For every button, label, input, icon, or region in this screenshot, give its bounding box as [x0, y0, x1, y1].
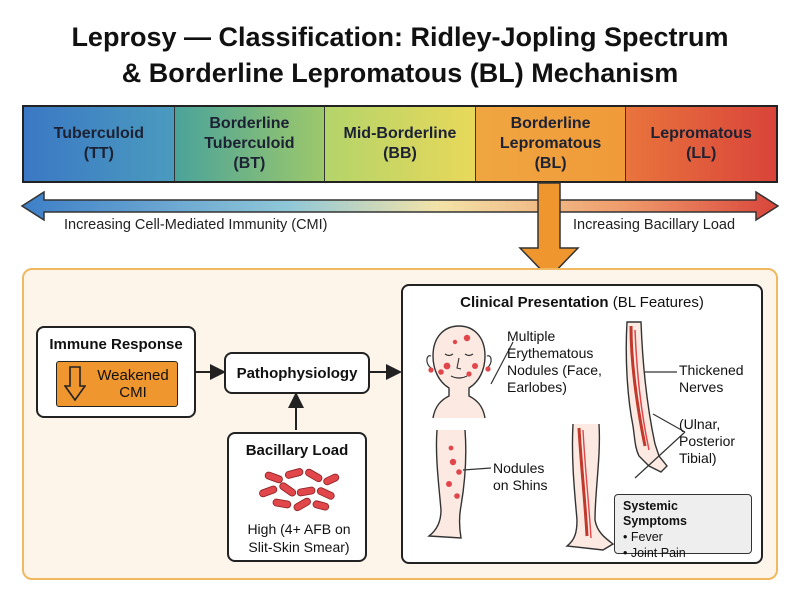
cmi-caption: Increasing Cell-Mediated Immunity (CMI) [64, 217, 328, 233]
nodules-shins-line1: Nodules [493, 460, 545, 476]
nerve-names-line1: (Ulnar, [679, 416, 721, 432]
clinical-presentation-title-bold: Clinical Presentation [460, 294, 609, 311]
nodules-shins-label: Nodules on Shins [493, 460, 547, 494]
nerve-names-line3: Tibial) [679, 450, 717, 466]
clinical-presentation-box: Clinical Presentation (BL Features) Mult… [401, 284, 763, 564]
leg-nerve-illustration [565, 423, 615, 551]
nodules-face-line3: Nodules (Face, [507, 362, 602, 378]
bacillary-load-line2: Slit-Skin Smear) [248, 539, 350, 555]
shin-illustration [427, 429, 467, 539]
spectrum-tt: Tuberculoid (TT) [24, 107, 175, 181]
immune-response-title: Immune Response [49, 336, 183, 353]
systemic-symptoms-title: Systemic Symptoms [623, 499, 687, 528]
spectrum-ll-abbr: (LL) [686, 145, 717, 162]
systemic-item-fever: Fever [630, 530, 663, 544]
page-title-line2: & Borderline Lepromatous (BL) Mechanism [121, 58, 679, 88]
bacillary-load-caption: Increasing Bacillary Load [573, 217, 736, 233]
immune-response-box: Immune Response Weakened CMI [36, 326, 196, 418]
spectrum-ll: Lepromatous (LL) [626, 107, 776, 181]
nodules-face-line4: Earlobes) [507, 379, 567, 395]
bacillary-load-title: Bacillary Load [245, 442, 349, 459]
bl-pointer-arrow [518, 182, 580, 280]
spectrum-tt-label: Tuberculoid [53, 125, 144, 142]
clinical-presentation-title: Clinical Presentation (BL Features) [403, 294, 761, 311]
bacilli-cluster-icon [259, 468, 340, 512]
bacillary-load-box: Bacillary Load High (4+ AFB on Slit-Skin… [227, 432, 367, 562]
shin-leader-line [462, 467, 492, 471]
nerve-names-line2: Posterior [679, 433, 736, 449]
systemic-item: • Fever [623, 530, 663, 544]
spectrum-bl-label2: Lepromatous [499, 135, 602, 152]
arm-nerve-illustration [625, 321, 668, 473]
nodules-face-line1: Multiple [507, 328, 556, 344]
systemic-item: • Joint Pain [623, 546, 686, 560]
systemic-item-joint-pain: Joint Pain [630, 546, 686, 560]
weakened-cmi-line2: CMI [119, 384, 147, 401]
face-illustration [426, 325, 492, 419]
weakened-cmi-line1: Weakened [97, 367, 169, 384]
page-title-line1: Leprosy — Classification: Ridley-Jopling… [71, 22, 729, 52]
weakened-cmi-box: Weakened CMI [56, 361, 178, 407]
face-leader-line [490, 341, 514, 385]
spectrum-bt-label1: Borderline [209, 115, 290, 132]
bacillary-load-desc: High (4+ AFB on Slit-Skin Smear) [229, 520, 369, 556]
spectrum-bb: Mid-Borderline (BB) [325, 107, 476, 181]
weakened-cmi-label: Weakened CMI [91, 367, 175, 401]
pathophysiology-title: Pathophysiology [236, 364, 358, 382]
systemic-symptoms-box: Systemic Symptoms • Fever • Joint Pain [614, 494, 752, 560]
thickened-nerves-line2: Nerves [679, 379, 724, 395]
spectrum-bl-label1: Borderline [510, 115, 591, 132]
spectrum-bl-abbr: (BL) [534, 155, 567, 172]
down-arrow-icon [64, 366, 86, 402]
nodules-shins-line2: on Shins [493, 477, 548, 493]
nodules-face-label: Multiple Erythematous Nodules (Face, Ear… [507, 328, 602, 396]
spectrum-ll-label: Lepromatous [650, 125, 752, 142]
nodules-face-line2: Erythematous [507, 345, 594, 361]
bacillary-load-line1: High (4+ AFB on [247, 521, 351, 537]
thickened-nerves-line1: Thickened [679, 362, 744, 378]
spectrum-bt-label2: Tuberculoid [204, 135, 295, 152]
nerve-leader-lines [634, 371, 686, 479]
double-headed-arrow [20, 190, 780, 222]
spectrum-bb-label: Mid-Borderline [343, 125, 457, 142]
clinical-presentation-title-rest: (BL Features) [608, 294, 704, 311]
spectrum-bt-abbr: (BT) [233, 155, 266, 172]
spectrum-tt-abbr: (TT) [83, 145, 114, 162]
pathophysiology-box: Pathophysiology [224, 352, 370, 394]
spectrum-bb-abbr: (BB) [383, 145, 417, 162]
nerve-names-label: (Ulnar, Posterior Tibial) [679, 416, 735, 467]
thickened-nerves-label: Thickened Nerves [679, 362, 744, 396]
